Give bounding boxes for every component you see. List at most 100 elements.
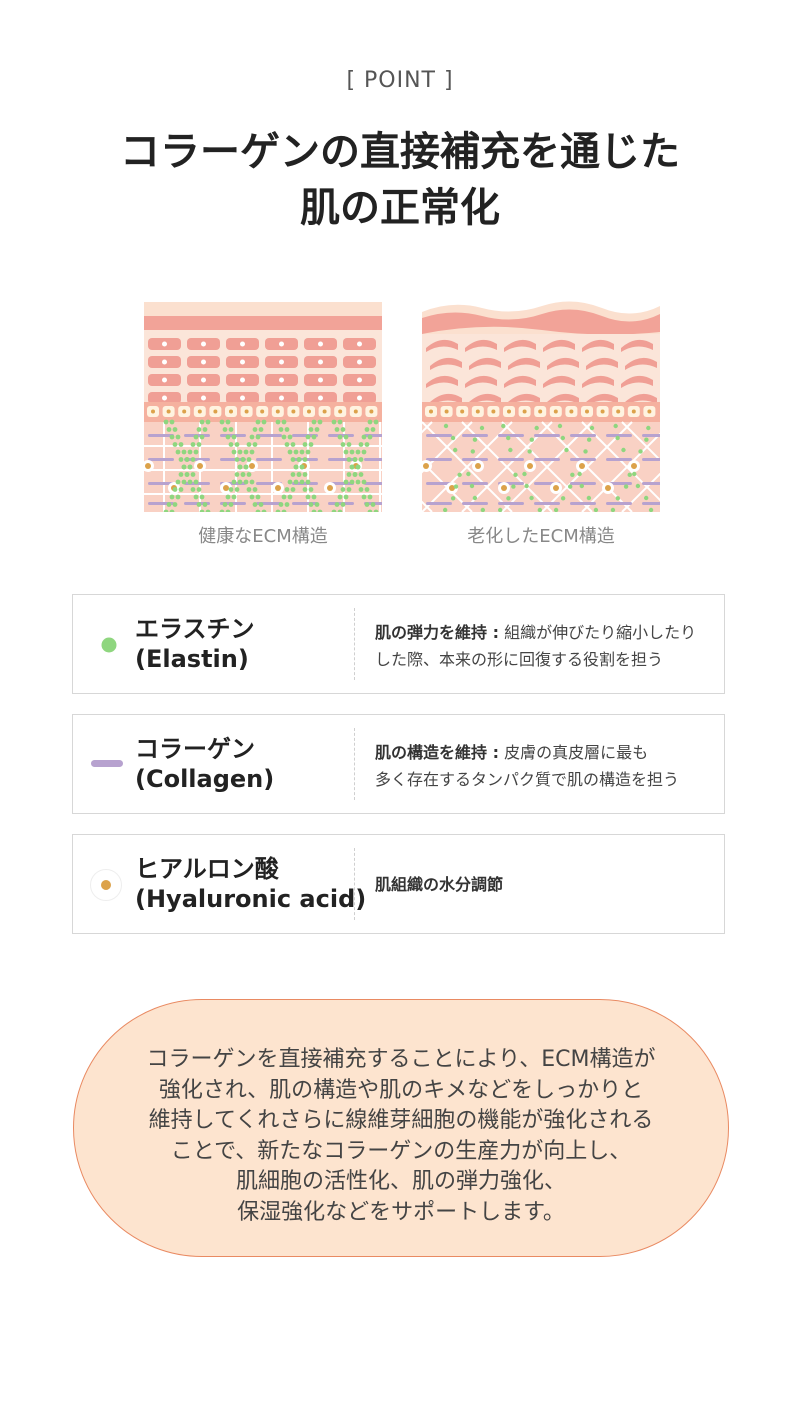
- epidermis-cell: [586, 357, 618, 370]
- elastin-dot: [586, 495, 592, 501]
- elastin-dot: [317, 509, 323, 512]
- elastin-fibers: [163, 419, 379, 512]
- elastin-dot: [497, 507, 503, 512]
- basal-nucleus: [553, 409, 558, 414]
- elastin-dot: [166, 427, 172, 432]
- epidermis-cell: [469, 393, 501, 406]
- collagen-fiber: [426, 482, 452, 485]
- elastin-dot: [358, 472, 364, 477]
- elastin-dot: [524, 483, 529, 489]
- elastin-dot: [579, 483, 584, 489]
- elastin-dot: [337, 434, 343, 440]
- elastin-dot: [343, 434, 349, 440]
- elastin-dot: [340, 427, 346, 432]
- collagen-box: コラーゲン (Collagen) 肌の構造を維持 : 皮膚の真皮層に最も 多く存…: [72, 714, 725, 814]
- collagen-fiber: [256, 434, 282, 437]
- elastin-dot: [287, 449, 293, 455]
- epidermis-cells: [148, 338, 376, 404]
- collagen-fiber: [642, 502, 660, 505]
- epidermis-cell: [582, 339, 614, 352]
- elastin-dot: [537, 507, 543, 512]
- elastin-dot: [190, 457, 196, 462]
- elastin-dot: [557, 423, 563, 429]
- collagen-fiber: [184, 458, 210, 461]
- collagen-fiber: [642, 458, 660, 461]
- elastin-dot: [225, 419, 231, 425]
- elastin-dot: [564, 447, 569, 453]
- elastin-dot: [222, 502, 228, 507]
- elastin-dot: [627, 472, 632, 478]
- elastin-dot: [302, 457, 308, 462]
- cell-nucleus: [162, 377, 167, 383]
- epidermis-cell: [625, 357, 657, 370]
- elastin-dot: [349, 449, 355, 455]
- collagen-fiber: [498, 458, 524, 461]
- elastin-dot: [175, 494, 181, 500]
- epidermis-cell: [504, 339, 536, 352]
- page-title: コラーゲンの直接補充を通じた 肌の正常化: [0, 124, 800, 236]
- elastin-dot: [534, 425, 539, 431]
- elastin-dot: [577, 471, 582, 477]
- elastin-dot: [472, 495, 478, 501]
- point-label: [ POINT ]: [346, 68, 454, 93]
- elastin-dot: [343, 494, 349, 500]
- collagen-fiber: [364, 434, 382, 437]
- basal-nucleus: [507, 409, 511, 414]
- elastin-dot: [648, 507, 654, 512]
- collagen-fiber: [148, 434, 174, 437]
- hyaluronic-point: [501, 485, 507, 491]
- epidermis-cell: [430, 357, 462, 370]
- elastin-dot: [255, 434, 261, 440]
- elastin-dot: [249, 494, 255, 500]
- cell-nucleus: [357, 377, 362, 383]
- elastin-dot: [281, 434, 287, 440]
- elastin-dot: [199, 419, 205, 425]
- elastin-dot: [355, 449, 361, 455]
- hyaluronic-point: [553, 485, 559, 491]
- elastin-dot: [370, 427, 376, 432]
- elastin-dot: [199, 509, 205, 512]
- elastin-dot: [228, 487, 234, 492]
- elastin-dot: [367, 509, 373, 512]
- elastin-dot: [196, 487, 202, 492]
- cell-nucleus: [357, 359, 362, 365]
- elastin-dot: [187, 449, 193, 455]
- elastin-dot: [293, 479, 299, 485]
- basal-nucleus: [353, 409, 358, 414]
- elastin-dot: [187, 464, 193, 470]
- elastin-dot: [231, 434, 237, 440]
- elastin-dot: [560, 435, 566, 441]
- epidermis-band: [422, 334, 660, 404]
- elastin-dot: [367, 419, 373, 425]
- elastin-dot: [346, 442, 352, 447]
- collagen-fiber: [642, 482, 660, 485]
- elastin-dot: [343, 479, 349, 485]
- elastin-dot: [290, 487, 296, 492]
- elastin-dot: [228, 502, 234, 507]
- cell-nucleus: [318, 341, 323, 347]
- collagen-fiber: [426, 502, 452, 505]
- elastin-dot: [568, 484, 573, 489]
- elastin-dot: [560, 496, 566, 501]
- elastin-dot: [290, 442, 296, 447]
- epidermis-band: [144, 330, 382, 406]
- elastin-dot: [337, 494, 343, 500]
- healthy-ecm-caption: 健康なECM構造: [198, 526, 328, 547]
- cell-nucleus: [162, 395, 167, 401]
- elastin-dot: [364, 427, 370, 432]
- elastin-dot: [615, 435, 620, 441]
- basal-nucleus: [647, 409, 652, 414]
- elastin-dot: [284, 427, 290, 432]
- elastin-dot: [231, 494, 237, 500]
- elastin-dot: [243, 479, 249, 485]
- elastin-dot: [506, 496, 511, 501]
- elastin-dot: [361, 434, 367, 440]
- collagen-fiber: [148, 458, 174, 461]
- dermis-line: [422, 421, 513, 512]
- elastin-dot: [364, 487, 370, 492]
- elastin-dot: [175, 434, 181, 440]
- elastin-dot: [178, 457, 184, 462]
- elastin-dot: [613, 423, 618, 429]
- collagen-fiber: [570, 482, 596, 485]
- elastin-dot: [615, 496, 621, 501]
